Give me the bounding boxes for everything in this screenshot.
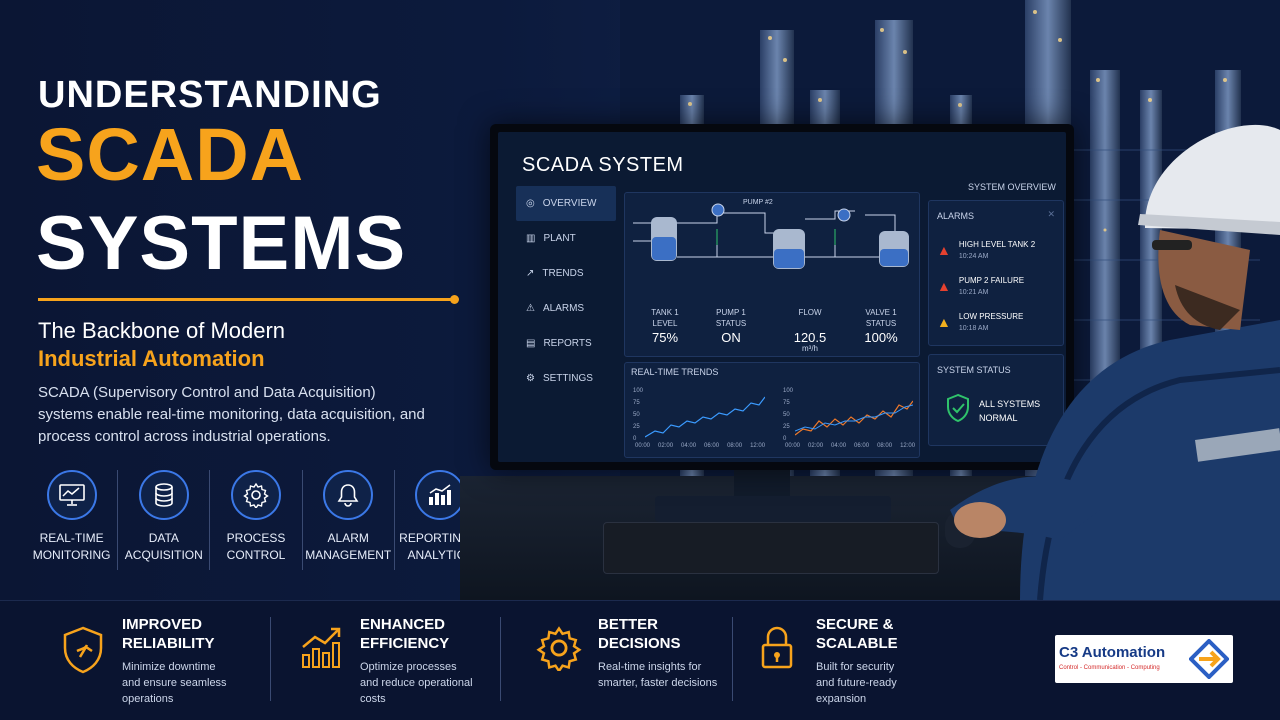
monitor-stand bbox=[734, 470, 790, 500]
engineer-image bbox=[950, 124, 1280, 600]
screen-title: SCADA SYSTEM bbox=[522, 154, 684, 176]
pump-label: PUMP #2 bbox=[743, 199, 773, 206]
plant-icon: ▥ bbox=[526, 233, 536, 244]
company-logo: C3 Automation Control - Communication - … bbox=[1055, 635, 1233, 683]
lock-icon bbox=[752, 625, 802, 675]
description: SCADA (Supervisory Control and Data Acqu… bbox=[38, 384, 425, 445]
reports-icon: ▤ bbox=[526, 338, 536, 349]
nav-overview[interactable]: ◎OVERVIEW bbox=[516, 186, 616, 221]
trends-title: REAL-TIME TRENDS bbox=[631, 367, 719, 377]
shield-icon bbox=[58, 625, 108, 675]
monitor: SCADA SYSTEM ◎OVERVIEW ▥PLANT ↗TRENDS ⚠A… bbox=[490, 124, 1074, 470]
divider bbox=[500, 617, 501, 701]
divider-dot bbox=[450, 295, 459, 304]
trend-chart-orange bbox=[795, 400, 913, 436]
headline-line-1: UNDERSTANDING bbox=[38, 74, 382, 116]
nav-plant[interactable]: ▥PLANT bbox=[526, 233, 576, 244]
logo-arrow-icon bbox=[1189, 639, 1229, 679]
monitor-chart-icon bbox=[46, 470, 97, 520]
database-icon bbox=[138, 470, 189, 520]
subtitle-line-1: The Backbone of Modern bbox=[38, 318, 286, 343]
scada-screen: SCADA SYSTEM ◎OVERVIEW ▥PLANT ↗TRENDS ⚠A… bbox=[498, 132, 1066, 462]
screen-sidebar: ◎OVERVIEW ▥PLANT ↗TRENDS ⚠ALARMS ▤REPORT… bbox=[516, 186, 616, 396]
trend-chart-blue bbox=[645, 396, 765, 438]
nav-trends[interactable]: ↗TRENDS bbox=[526, 268, 584, 279]
alarms-title: ALARMS bbox=[937, 211, 975, 221]
gear-icon bbox=[231, 470, 281, 520]
headline-line-3: SYSTEMS bbox=[36, 201, 407, 286]
logo-tagline: Control - Communication - Computing bbox=[1059, 665, 1160, 671]
nav-reports[interactable]: ▤REPORTS bbox=[526, 338, 592, 349]
settings-icon: ⚙ bbox=[526, 373, 535, 384]
logo-name: C3 Automation bbox=[1059, 644, 1166, 661]
trends-icon: ↗ bbox=[526, 268, 535, 279]
shield-check-icon bbox=[947, 393, 969, 423]
warning-icon: ▲ bbox=[937, 314, 951, 330]
status-title: SYSTEM STATUS bbox=[937, 365, 1011, 375]
alarm-icon: ⚠ bbox=[526, 303, 535, 314]
process-diagram bbox=[633, 203, 909, 269]
divider bbox=[732, 617, 733, 701]
headline-divider bbox=[38, 298, 454, 301]
bar-chart-icon bbox=[415, 470, 466, 520]
close-icon[interactable]: ✕ bbox=[1047, 209, 1055, 219]
bell-icon bbox=[323, 470, 374, 520]
headline-line-2: SCADA bbox=[36, 113, 305, 196]
warning-icon: ▲ bbox=[937, 242, 951, 258]
growth-chart-icon bbox=[296, 625, 346, 675]
system-overview-label: SYSTEM OVERVIEW bbox=[968, 182, 1056, 192]
nav-alarms[interactable]: ⚠ALARMS bbox=[526, 303, 585, 314]
gear-icon bbox=[534, 625, 584, 675]
overview-icon: ◎ bbox=[526, 198, 535, 209]
subtitle-line-2: Industrial Automation bbox=[38, 346, 265, 371]
divider bbox=[270, 617, 271, 701]
warning-icon: ▲ bbox=[937, 278, 951, 294]
benefit-title: SECURE &SCALABLE bbox=[816, 616, 898, 652]
monitor-base bbox=[655, 496, 891, 522]
keyboard bbox=[603, 522, 939, 574]
nav-settings[interactable]: ⚙SETTINGS bbox=[526, 373, 593, 384]
